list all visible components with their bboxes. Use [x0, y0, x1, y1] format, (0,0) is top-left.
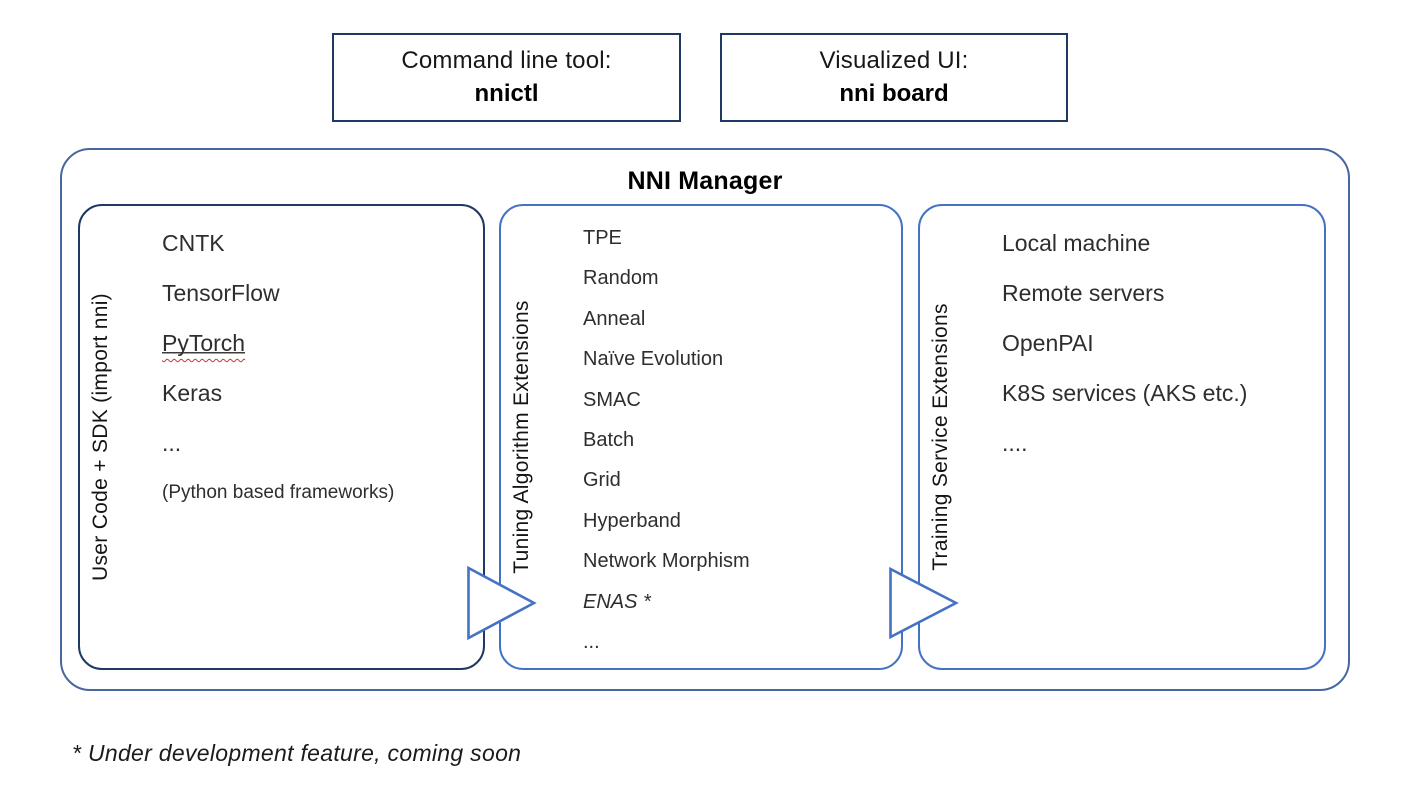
list-item: Batch — [583, 429, 635, 452]
training-service-box: Training Service Extensions Local machin… — [918, 204, 1326, 670]
list-item: K8S services (AKS etc.) — [1002, 380, 1248, 406]
user-code-sdk-side-label: User Code + SDK (import nni) — [89, 293, 112, 581]
list-item: TensorFlow — [162, 280, 280, 306]
list-item: (Python based frameworks) — [162, 482, 395, 503]
list-item: CNTK — [162, 230, 225, 256]
list-item: Random — [583, 267, 659, 290]
flow-arrow-right-icon — [467, 566, 537, 640]
list-item: Keras — [162, 380, 223, 406]
list-item: TPE — [583, 227, 622, 249]
list-item: .... — [1002, 430, 1028, 456]
list-item: Local machine — [1002, 230, 1151, 256]
nni-manager-title: NNI Manager — [627, 167, 783, 195]
list-item: Anneal — [583, 307, 646, 330]
visualized-ui-label: Visualized UI: — [819, 47, 969, 74]
list-item: ... — [583, 631, 600, 654]
list-item: PyTorch — [162, 318, 246, 368]
command-line-tool-label: Command line tool: — [401, 47, 612, 74]
nni-board-label: nni board — [839, 80, 949, 107]
tuning-algorithm-side-label: Tuning Algorithm Extensions — [510, 300, 533, 574]
training-service-side-label: Training Service Extensions — [929, 303, 952, 571]
list-item: Remote servers — [1002, 280, 1165, 306]
list-item: ... — [162, 430, 182, 456]
command-line-tool-box: Command line tool: nnictl — [332, 33, 681, 122]
list-item: Hyperband — [583, 509, 681, 532]
list-item: OpenPAI — [1002, 330, 1094, 356]
visualized-ui-box: Visualized UI: nni board — [720, 33, 1068, 122]
list-item: ENAS * — [583, 590, 651, 613]
list-item: SMAC — [583, 388, 641, 411]
user-code-sdk-box: User Code + SDK (import nni) CNTK TensorF… — [78, 204, 485, 670]
flow-arrow-right-icon — [889, 567, 959, 639]
list-item: Network Morphism — [583, 550, 750, 573]
list-item: Grid — [583, 469, 621, 492]
nni-manager-container: NNI Manager User Code + SDK (import nni)… — [60, 148, 1350, 691]
nnictl-label: nnictl — [474, 80, 539, 107]
list-item: Naïve Evolution — [583, 348, 724, 371]
under-development-footnote: * Under development feature, coming soon — [72, 740, 522, 766]
